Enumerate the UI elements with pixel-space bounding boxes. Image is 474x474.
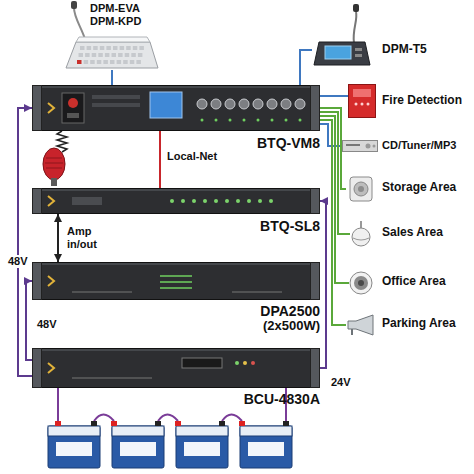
edge-label: Local-Net <box>166 150 218 163</box>
speaker-icon: Parking Area <box>346 313 376 337</box>
device-drawing <box>32 262 320 300</box>
edge-label: 48V <box>36 318 58 331</box>
device-label: Parking Area <box>382 317 456 331</box>
speaker-icon: Sales Area <box>350 221 372 247</box>
speaker-icon: Office Area <box>349 271 373 295</box>
connector <box>159 131 161 188</box>
media-player: CD/Tuner/MP3 <box>342 140 378 152</box>
device-label: DPA2500 <box>260 303 320 319</box>
touch-console: DPM-T5 <box>312 34 372 66</box>
rack-unit: BCU-4830A <box>32 348 320 388</box>
device-icon <box>348 84 376 118</box>
fire-panel: Fire Detection <box>348 84 376 118</box>
connector <box>320 201 326 368</box>
connector <box>57 214 59 262</box>
device-label: Office Area <box>382 275 446 289</box>
device-drawing <box>349 271 373 295</box>
paging-console: DPM-EVADPM-KPD <box>62 32 162 70</box>
device-label: DPM-T5 <box>382 43 427 57</box>
edge-label: 24V <box>330 376 352 389</box>
device-drawing <box>346 313 376 337</box>
connector <box>26 281 32 360</box>
device-label: DPM-KPD <box>90 15 141 28</box>
device-label: Fire Detection <box>382 94 462 108</box>
rack-unit: BTQ-VM8 <box>32 85 320 131</box>
edge-label: Amp in/out <box>66 225 112 250</box>
edge-label: 48V <box>7 255 29 268</box>
rack-unit: DPA2500(2x500W) <box>32 262 320 300</box>
hand-microphone <box>43 131 67 186</box>
speaker-icon: Storage Area <box>346 176 376 202</box>
device-label: BTQ-SL8 <box>260 218 320 234</box>
rack-unit: BTQ-SL8 <box>32 188 320 214</box>
device-label: Sales Area <box>382 226 443 240</box>
device-drawing <box>346 176 376 202</box>
device-drawing <box>32 348 320 388</box>
device-label: CD/Tuner/MP3 <box>382 139 456 152</box>
connector <box>320 95 348 97</box>
device-drawing <box>32 188 320 214</box>
device-label: DPM-EVA <box>90 2 140 15</box>
device-icon <box>342 140 378 152</box>
device-label: BCU-4830A <box>244 391 320 407</box>
device-drawing <box>312 34 372 66</box>
connector <box>111 70 113 85</box>
device-drawing <box>32 85 320 131</box>
device-drawing <box>350 221 372 247</box>
connector <box>300 50 312 85</box>
device-label: BTQ-VM8 <box>257 135 320 151</box>
connector <box>18 108 32 376</box>
device-label: (2x500W) <box>263 319 320 334</box>
device-drawing <box>62 32 162 70</box>
device-label: Storage Area <box>382 181 456 195</box>
